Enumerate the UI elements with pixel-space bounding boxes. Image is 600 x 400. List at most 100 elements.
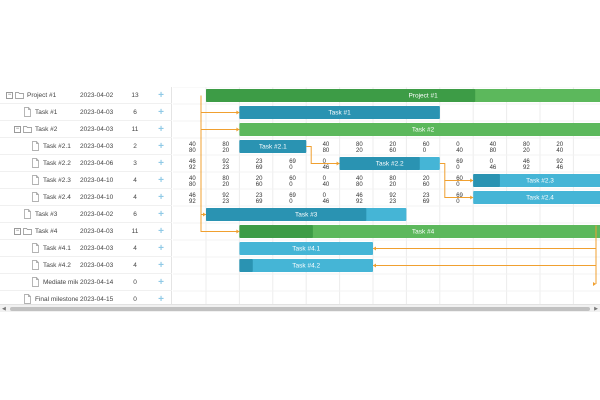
task-bar[interactable] xyxy=(473,174,600,187)
add-task-plus-icon[interactable]: + xyxy=(158,260,164,271)
task-start-date: 2023-04-15 xyxy=(80,296,114,303)
cell-value: 80 xyxy=(323,148,330,154)
cell-value: 46 xyxy=(323,199,330,205)
task-row[interactable]: Task #2.3 2023-04-10 4 + xyxy=(0,172,172,189)
cell-value: 23 xyxy=(222,199,229,205)
task-duration: 13 xyxy=(131,92,139,99)
task-bar-label: Task #4.2 xyxy=(292,263,320,270)
cell-value: 40 xyxy=(456,148,463,154)
task-bar[interactable] xyxy=(239,259,373,272)
dependency-link[interactable] xyxy=(306,146,340,164)
gantt-chart: 4080802020004040808020206060004040808020… xyxy=(173,87,600,304)
cell-value: 20 xyxy=(389,142,396,148)
task-progress-bar xyxy=(239,259,253,272)
cell-value: 60 xyxy=(423,142,430,148)
cell-value: 46 xyxy=(490,165,497,171)
task-name: Task #4 xyxy=(35,228,58,235)
task-bar[interactable] xyxy=(239,242,373,255)
task-progress-bar xyxy=(239,140,307,153)
cell-value: 69 xyxy=(289,159,296,165)
task-name: Project #1 xyxy=(27,92,57,99)
collapse-toggle-icon[interactable]: − xyxy=(6,92,13,99)
task-start-date: 2023-04-10 xyxy=(80,177,114,184)
scroll-left-arrow-icon[interactable]: ◀ xyxy=(2,306,6,312)
folder-icon xyxy=(23,226,32,236)
task-duration: 4 xyxy=(133,245,137,252)
dependency-link[interactable] xyxy=(444,180,474,198)
cell-value: 46 xyxy=(323,165,330,171)
add-task-plus-icon[interactable]: + xyxy=(158,124,164,135)
gantt-timeline: 4080802020004040808020206060004040808020… xyxy=(173,87,600,304)
task-duration: 4 xyxy=(133,177,137,184)
task-duration: 6 xyxy=(133,109,137,116)
cell-value: 0 xyxy=(490,159,494,165)
dependency-link[interactable] xyxy=(200,214,240,232)
task-bar[interactable] xyxy=(239,225,600,238)
task-bar[interactable] xyxy=(239,123,600,136)
task-name: Final milestone xyxy=(35,296,78,303)
cell-value: 0 xyxy=(423,148,427,154)
cell-value: 20 xyxy=(222,182,229,188)
task-duration: 6 xyxy=(133,211,137,218)
task-bar[interactable] xyxy=(473,191,600,204)
task-progress-bar xyxy=(239,106,440,119)
collapse-toggle-icon[interactable]: − xyxy=(14,228,21,235)
scroll-right-arrow-icon[interactable]: ▶ xyxy=(594,306,598,312)
file-icon xyxy=(31,260,40,270)
cell-value: 80 xyxy=(222,176,229,182)
cell-value: 46 xyxy=(523,159,530,165)
task-name: Task #2.2 xyxy=(43,160,71,167)
add-task-plus-icon[interactable]: + xyxy=(158,175,164,186)
task-duration: 0 xyxy=(133,279,137,286)
collapse-toggle-icon[interactable]: − xyxy=(14,126,21,133)
add-task-plus-icon[interactable]: + xyxy=(158,294,164,305)
task-bar-label: Project #1 xyxy=(408,93,438,100)
cell-value: 69 xyxy=(256,199,263,205)
cell-value: 60 xyxy=(256,182,263,188)
cell-value: 20 xyxy=(423,176,430,182)
add-task-plus-icon[interactable]: + xyxy=(158,209,164,220)
scroll-thumb[interactable] xyxy=(10,307,590,311)
cell-value: 60 xyxy=(289,176,296,182)
file-icon xyxy=(31,158,40,168)
task-bar-label: Task #1 xyxy=(328,110,351,117)
dependency-link[interactable] xyxy=(439,163,474,181)
horizontal-scrollbar[interactable]: ◀ ▶ xyxy=(0,304,600,312)
add-task-plus-icon[interactable]: + xyxy=(158,90,164,101)
cell-value: 23 xyxy=(256,193,263,199)
add-task-plus-icon[interactable]: + xyxy=(158,107,164,118)
cell-value: 0 xyxy=(289,182,293,188)
cell-value: 92 xyxy=(189,165,196,171)
cell-value: 0 xyxy=(456,199,460,205)
link-arrow-icon xyxy=(470,195,474,200)
cell-value: 92 xyxy=(222,193,229,199)
cell-value: 69 xyxy=(289,193,296,199)
task-duration: 4 xyxy=(133,194,137,201)
cell-value: 40 xyxy=(189,176,196,182)
add-task-plus-icon[interactable]: + xyxy=(158,277,164,288)
add-task-plus-icon[interactable]: + xyxy=(158,226,164,237)
task-bar-label: Task #2.1 xyxy=(259,144,287,151)
add-task-plus-icon[interactable]: + xyxy=(158,192,164,203)
task-bar-label: Task #2.3 xyxy=(526,178,554,185)
cell-value: 20 xyxy=(556,142,563,148)
cell-value: 20 xyxy=(523,148,530,154)
link-arrow-icon xyxy=(236,110,240,115)
add-task-plus-icon[interactable]: + xyxy=(158,243,164,254)
add-task-plus-icon[interactable]: + xyxy=(158,141,164,152)
task-name: Task #2.3 xyxy=(43,177,71,184)
add-task-plus-icon[interactable]: + xyxy=(158,158,164,169)
cell-value: 40 xyxy=(556,148,563,154)
